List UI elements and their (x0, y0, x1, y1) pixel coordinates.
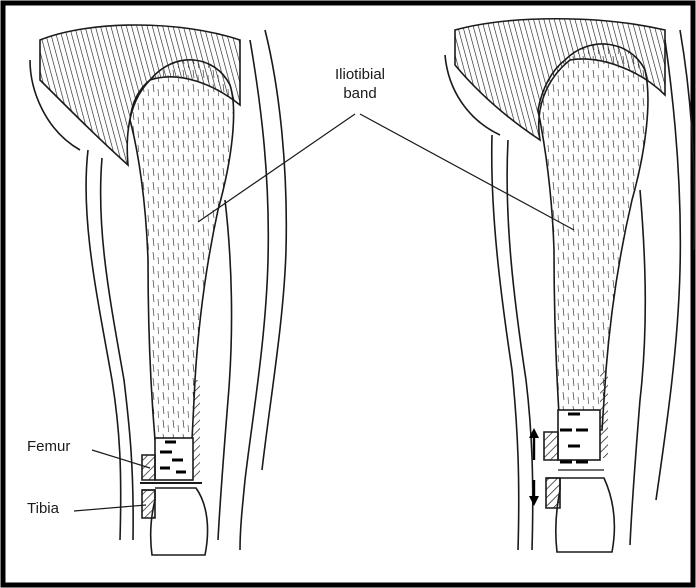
tibia-label: Tibia (27, 499, 59, 518)
left-iliotibial-band (130, 60, 234, 440)
iliotibial-label-line2: band (320, 84, 400, 103)
right-femur-block (558, 410, 600, 460)
arrow-down-icon (529, 480, 539, 506)
right-leg (445, 19, 694, 552)
iliotibial-label-line1: Iliotibial (320, 65, 400, 84)
femur-label: Femur (27, 437, 70, 456)
iliotibial-band-label: Iliotibial band (320, 65, 400, 103)
right-iliotibial-band (538, 44, 648, 430)
left-leg (30, 25, 286, 555)
